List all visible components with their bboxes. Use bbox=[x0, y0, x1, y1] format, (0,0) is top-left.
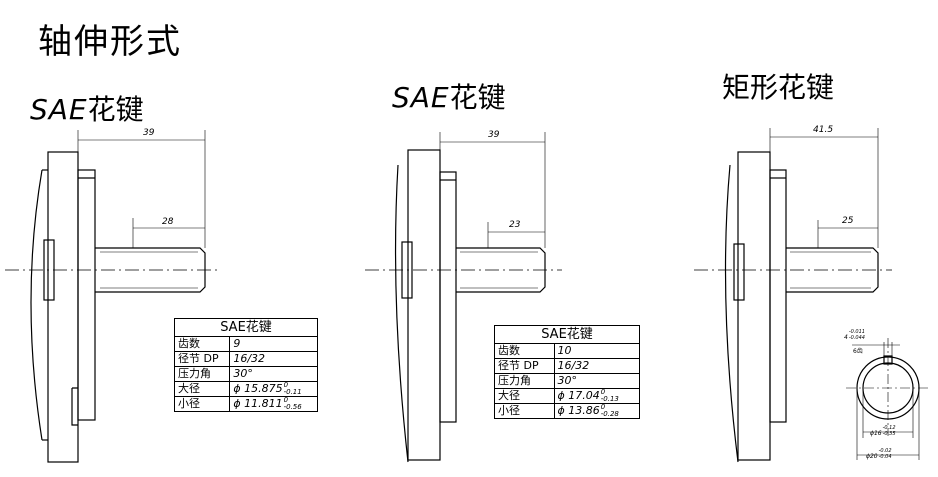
key-tolerance: -0.011-0.044 bbox=[849, 329, 865, 341]
section-title-prefix: SAE bbox=[392, 81, 450, 114]
major-dim: ϕ20-0.02-0.04 bbox=[866, 443, 892, 462]
section-title-prefix: SAE bbox=[30, 93, 88, 126]
row-label: 小径 bbox=[494, 403, 555, 419]
row-value: 9 bbox=[229, 336, 318, 352]
row-label: 大径 bbox=[173, 381, 231, 397]
dim-spline-1: 28 bbox=[162, 217, 174, 227]
spline-section bbox=[846, 338, 930, 460]
dim-spline-3: 25 bbox=[842, 216, 854, 226]
page-title: 轴伸形式 bbox=[38, 22, 182, 62]
tol-lower: -0.04 bbox=[878, 453, 892, 460]
tolerance: 0-0.13 bbox=[601, 389, 619, 403]
teeth-count: 6齿 bbox=[853, 348, 863, 355]
table-header: SAE花键 bbox=[174, 318, 318, 337]
row-value: 16/32 bbox=[229, 351, 318, 367]
shaft-drawing-1 bbox=[5, 130, 218, 463]
section-title-2: SAE花键 bbox=[392, 76, 506, 116]
row-label: 压力角 bbox=[173, 366, 231, 382]
dim-spline-2: 23 bbox=[509, 220, 521, 230]
tol-upper: -0.011 bbox=[848, 328, 865, 335]
tolerance: 0-0.28 bbox=[601, 404, 619, 418]
minor-tolerance: -0.12-0.35 bbox=[883, 425, 896, 437]
tol-lower: -0.044 bbox=[848, 334, 865, 341]
row-label: 大径 bbox=[494, 388, 555, 404]
tol-upper: 0 bbox=[600, 403, 606, 411]
dim-total-1: 39 bbox=[143, 128, 155, 138]
row-label: 径节 DP bbox=[173, 351, 231, 367]
row-label: 小径 bbox=[173, 396, 231, 412]
tol-lower: -0.13 bbox=[600, 395, 619, 403]
minor-dim: ϕ16-0.12-0.35 bbox=[870, 420, 896, 439]
tolerance: 0-0.56 bbox=[284, 397, 302, 411]
major-tolerance: -0.02-0.04 bbox=[879, 448, 892, 460]
value-text: ϕ 11.811 bbox=[233, 397, 283, 410]
tol-upper: -0.02 bbox=[878, 447, 892, 454]
minor-value: ϕ16 bbox=[870, 430, 882, 437]
shaft-drawing-2 bbox=[365, 132, 562, 463]
key-width-dim: 4-0.011-0.044 bbox=[844, 324, 865, 343]
value-text: ϕ 13.86 bbox=[557, 404, 600, 417]
dim-total-2: 39 bbox=[488, 130, 500, 140]
row-label: 压力角 bbox=[494, 373, 555, 389]
row-value: 10 bbox=[553, 343, 641, 359]
tol-lower: -0.11 bbox=[283, 388, 302, 396]
tolerance: 0-0.11 bbox=[284, 382, 302, 396]
tol-lower: -0.56 bbox=[283, 403, 302, 411]
dim-total-3: 41.5 bbox=[813, 125, 834, 135]
tol-upper: -0.12 bbox=[882, 424, 896, 431]
row-label: 齿数 bbox=[494, 343, 555, 359]
tol-upper: 0 bbox=[600, 388, 606, 396]
major-value: ϕ20 bbox=[866, 453, 878, 460]
tol-lower: -0.28 bbox=[600, 410, 619, 418]
section-title-main: 花键 bbox=[449, 81, 506, 114]
tol-lower: -0.35 bbox=[882, 430, 896, 437]
section-title-3: 矩形花键 bbox=[722, 66, 834, 106]
row-value: 16/32 bbox=[553, 358, 641, 374]
table-header: SAE花键 bbox=[494, 325, 640, 344]
section-title-main: 花键 bbox=[87, 93, 144, 126]
key-width-value: 4 bbox=[844, 334, 848, 341]
row-label: 径节 DP bbox=[494, 358, 555, 374]
shaft-drawing-3 bbox=[694, 128, 892, 463]
section-title-1: SAE花键 bbox=[30, 88, 144, 128]
row-label: 齿数 bbox=[173, 336, 231, 352]
row-value: 30° bbox=[229, 366, 318, 382]
value-text: ϕ 15.875 bbox=[233, 382, 283, 395]
value-text: ϕ 17.04 bbox=[557, 389, 600, 402]
section-title-main: 矩形花键 bbox=[722, 71, 835, 104]
row-value: 30° bbox=[553, 373, 641, 389]
tol-upper: 0 bbox=[283, 381, 289, 389]
tol-upper: 0 bbox=[283, 396, 289, 404]
